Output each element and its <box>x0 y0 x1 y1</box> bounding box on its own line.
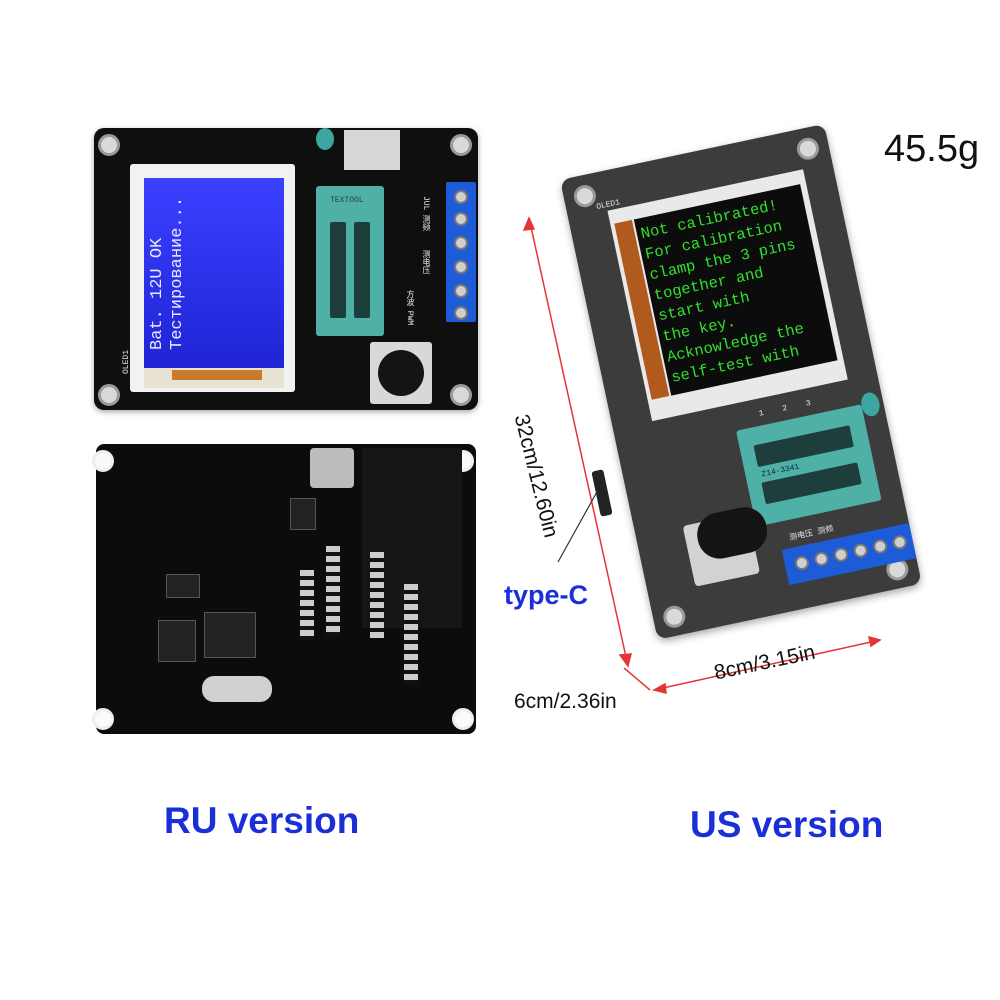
mount-hole <box>92 450 114 472</box>
ru-component-pad <box>344 130 400 170</box>
weight-label: 45.5g <box>884 128 980 170</box>
microcontroller-chip <box>204 612 256 658</box>
ru-silk-zif: TEXTOOL <box>330 196 364 205</box>
width-dimension-line <box>653 639 881 691</box>
type-c-pointer-line <box>557 489 599 563</box>
type-c-label: type-C <box>504 580 589 610</box>
ru-zif-lever-knob[interactable] <box>316 128 334 150</box>
usb-type-c-port <box>310 448 354 488</box>
us-version-caption: US version <box>690 804 884 845</box>
ru-version-caption: RU version <box>164 800 360 841</box>
ru-silk-terminal-top: JUL 测频 <box>421 196 430 232</box>
ru-zif-socket[interactable] <box>316 186 384 336</box>
ru-lcd-screen <box>144 178 284 368</box>
arrow-head-icon <box>618 653 632 668</box>
ru-terminal-block[interactable] <box>446 182 476 322</box>
screw-icon <box>454 260 468 274</box>
mount-hole <box>450 384 472 406</box>
mount-hole <box>92 708 114 730</box>
mount-hole <box>98 384 120 406</box>
screw-icon <box>454 212 468 226</box>
pin-header <box>326 546 340 636</box>
crystal-oscillator <box>202 676 272 702</box>
pin-header <box>370 552 384 638</box>
height-dimension-line <box>528 217 629 667</box>
arrow-head-icon <box>867 635 882 648</box>
ru-rotary-knob[interactable] <box>378 350 424 396</box>
mount-hole <box>450 134 472 156</box>
pin-header <box>300 570 314 640</box>
ru-lcd-flex-cable <box>172 370 262 380</box>
depth-dimension-label: 6cm/2.36in <box>514 690 617 713</box>
ru-zif-slot <box>330 222 346 318</box>
screw-icon <box>454 306 468 320</box>
ru-silk-terminal-pwm: 方波 PWM <box>405 290 414 326</box>
ic-chip <box>158 620 196 662</box>
screw-icon <box>454 236 468 250</box>
mount-hole <box>98 134 120 156</box>
depth-dimension-line <box>623 667 651 691</box>
inductor <box>290 498 316 530</box>
arrow-head-icon <box>651 682 667 694</box>
ic-chip <box>166 574 200 598</box>
ru-zif-slot <box>354 222 370 318</box>
pin-header <box>404 584 418 684</box>
screw-icon <box>454 284 468 298</box>
mount-hole <box>452 708 474 730</box>
screw-icon <box>454 190 468 204</box>
arrow-head-icon <box>522 216 536 231</box>
ru-silk-terminal-mid: 测电压 <box>421 250 430 274</box>
